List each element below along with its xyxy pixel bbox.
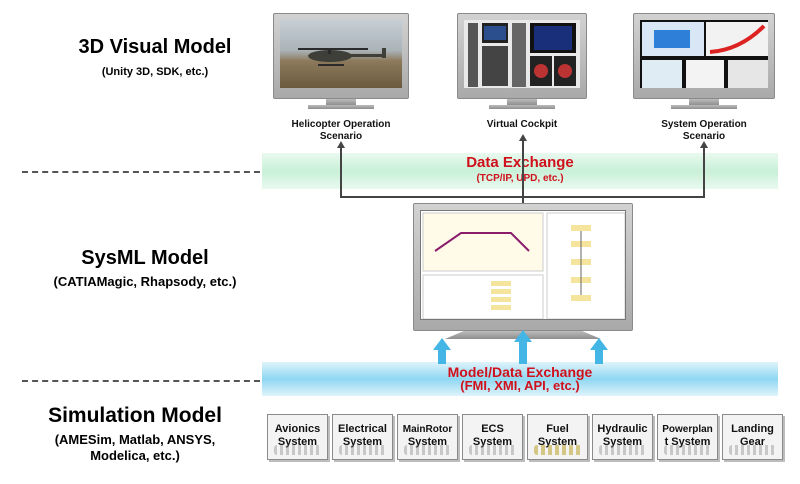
data-exchange-title: Data Exchange (466, 154, 574, 171)
caption-helicopter-line2: Scenario (319, 131, 363, 142)
blue-arrow-left (433, 338, 451, 350)
system-fuel-line1: Fuel (546, 423, 569, 435)
caption-helicopter-line1: Helicopter Operation (291, 119, 391, 130)
blue-arrow-stem-left (438, 350, 446, 364)
monitor-helicopter (273, 13, 409, 99)
system-landing-gear-line1: Landing (731, 423, 774, 435)
system-scenario-image (640, 20, 768, 88)
arrow-up-center (519, 134, 527, 141)
visual-model-title: 3D Visual Model (78, 36, 232, 58)
model-exchange-protocols: (FMI, XMI, API, etc.) (460, 378, 580, 393)
helicopter-scene-image (280, 20, 402, 88)
arrow-up-left (337, 141, 345, 148)
system-box-ecs: ECS System (462, 414, 523, 460)
ecs-icon (469, 445, 517, 455)
system-avionics-line2: System (277, 436, 318, 448)
system-hydraulic-line1: Hydraulic (597, 423, 648, 435)
cockpit-icon (468, 23, 576, 87)
system-box-powerplant: Powerplan t System (657, 414, 718, 460)
separator-bottom (22, 380, 260, 382)
hydraulic-icon (599, 445, 647, 455)
monitor-system-base (671, 105, 737, 109)
caption-system-line2: Scenario (682, 131, 726, 142)
data-exchange-band (262, 153, 778, 189)
electrical-icon (339, 445, 387, 455)
cockpit-panel-image (464, 20, 580, 88)
system-powerplant-line2: t System (664, 436, 711, 448)
connector-right (703, 147, 705, 197)
simulation-model-subtitle-line2: Modelica, etc.) (90, 448, 180, 463)
arrow-up-right (700, 141, 708, 148)
caption-cockpit: Virtual Cockpit (462, 119, 582, 131)
separator-top (22, 171, 260, 173)
caption-helicopter: Helicopter Operation Scenario (281, 119, 401, 143)
caption-system: System Operation Scenario (644, 119, 764, 143)
sysml-diagram-image (420, 210, 626, 320)
model-exchange-title: Model/Data Exchange (447, 364, 593, 380)
system-box-electrical: Electrical System (332, 414, 393, 460)
system-mainrotor-line1: MainRotor (402, 424, 453, 435)
system-mainrotor-line2: System (407, 436, 448, 448)
fuel-icon (534, 445, 582, 455)
system-hydraulic-line2: System (602, 436, 643, 448)
sysml-model-subtitle: (CATIAMagic, Rhapsody, etc.) (53, 274, 237, 289)
blue-arrow-right (590, 338, 608, 350)
monitor-system (633, 13, 775, 99)
monitor-cockpit (457, 13, 587, 99)
system-ecs-line1: ECS (481, 423, 504, 435)
monitor-cockpit-base (489, 105, 555, 109)
monitor-helicopter-stand (326, 99, 356, 105)
system-box-avionics: Avionics System (267, 414, 328, 460)
monitor-helicopter-base (308, 105, 374, 109)
model-exchange-band (262, 362, 778, 396)
caption-cockpit-line1: Virtual Cockpit (486, 119, 558, 130)
connector-horizontal (340, 196, 705, 198)
connector-left (340, 147, 342, 197)
caption-system-line1: System Operation (661, 119, 747, 130)
monitor-system-stand (689, 99, 719, 105)
connector-center (522, 141, 524, 203)
sysml-diagram-icon (422, 212, 625, 319)
system-powerplant-line1: Powerplan (662, 424, 713, 435)
data-exchange-protocols: (TCP/IP, UPD, etc.) (476, 173, 564, 184)
powerplant-icon (664, 445, 712, 455)
system-landing-gear-line2: Gear (739, 436, 766, 448)
simulation-model-title: Simulation Model (48, 404, 222, 427)
system-box-mainrotor: MainRotor System (397, 414, 458, 460)
system-electrical-line1: Electrical (338, 423, 387, 435)
system-visual-icon (642, 22, 768, 88)
blue-arrow-center (514, 330, 532, 342)
system-avionics-line1: Avionics (274, 423, 321, 435)
monitor-cockpit-stand (507, 99, 537, 105)
system-ecs-line2: System (472, 436, 513, 448)
simulation-model-subtitle-line1: (AMESim, Matlab, ANSYS, (54, 432, 216, 447)
monitor-sysml (413, 203, 633, 331)
landing-gear-icon (729, 445, 777, 455)
avionics-icon (274, 445, 322, 455)
mainrotor-icon (404, 445, 452, 455)
blue-arrow-stem-center (519, 342, 527, 364)
sysml-model-title: SysML Model (81, 247, 209, 269)
system-box-fuel: Fuel System (527, 414, 588, 460)
system-box-hydraulic: Hydraulic System (592, 414, 653, 460)
visual-model-subtitle: (Unity 3D, SDK, etc.) (101, 66, 209, 78)
blue-arrow-stem-right (595, 350, 603, 364)
system-box-landing-gear: Landing Gear (722, 414, 783, 460)
system-electrical-line2: System (342, 436, 383, 448)
helicopter-icon (298, 48, 386, 66)
